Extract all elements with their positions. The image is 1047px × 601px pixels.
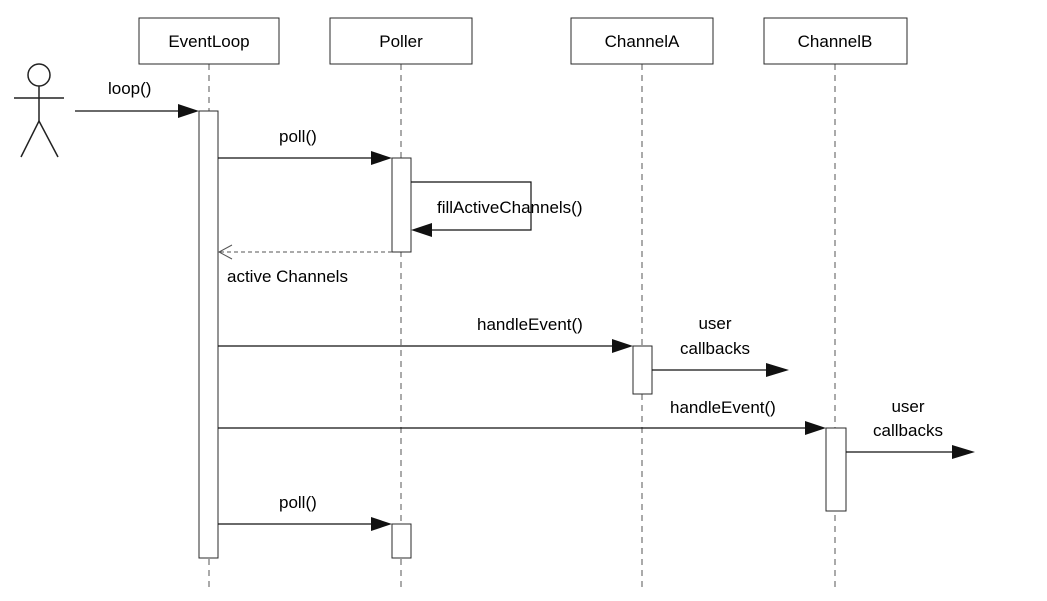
participant-channelb-label: ChannelB (798, 32, 873, 51)
participant-channela-label: ChannelA (605, 32, 680, 51)
participant-eventloop-label: EventLoop (168, 32, 249, 51)
channelb-activation (825, 427, 847, 512)
message-user-callbacks-b: user callbacks (846, 397, 975, 459)
channela-activation (632, 345, 653, 395)
participant-eventloop: EventLoop (138, 17, 280, 65)
message-poll-2: poll() (218, 493, 392, 531)
message-active-channels-label: active Channels (227, 267, 348, 286)
message-handle-event-a: handleEvent() (218, 315, 633, 353)
message-user-callbacks-a: user callbacks (652, 314, 789, 377)
participant-channela: ChannelA (570, 17, 714, 65)
message-poll-2-label: poll() (279, 493, 317, 512)
message-loop: loop() (75, 79, 199, 118)
eventloop-activation (198, 110, 219, 559)
actor-user-icon (14, 63, 64, 158)
poller-activation-1 (391, 157, 412, 253)
message-poll-1: poll() (218, 127, 392, 165)
poller-activation-2 (391, 523, 412, 559)
message-loop-label: loop() (108, 79, 151, 98)
participant-channelb: ChannelB (763, 17, 908, 65)
message-user-callbacks-a-line1: user (698, 314, 731, 333)
message-active-channels-return: active Channels (217, 244, 392, 286)
message-handle-event-b: handleEvent() (218, 398, 826, 435)
message-fill-active-channels: fillActiveChannels() (411, 181, 583, 237)
message-handle-event-b-label: handleEvent() (670, 398, 776, 417)
message-user-callbacks-b-line2: callbacks (873, 421, 943, 440)
participant-poller: Poller (329, 17, 473, 65)
message-user-callbacks-a-line2: callbacks (680, 339, 750, 358)
participant-poller-label: Poller (379, 32, 423, 51)
message-user-callbacks-b-line1: user (891, 397, 924, 416)
message-handle-event-a-label: handleEvent() (477, 315, 583, 334)
message-poll-1-label: poll() (279, 127, 317, 146)
message-fill-active-channels-label: fillActiveChannels() (437, 198, 583, 217)
